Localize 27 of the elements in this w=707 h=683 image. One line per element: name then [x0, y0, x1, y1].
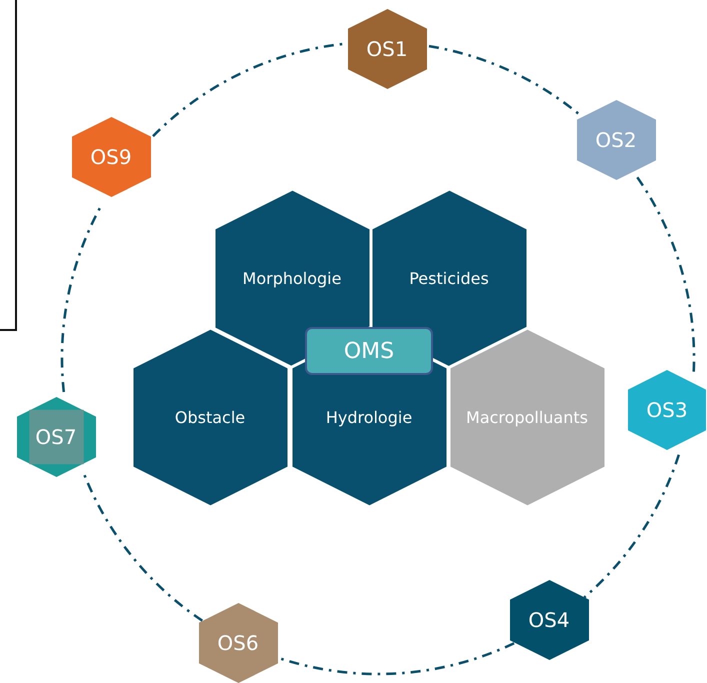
dash-dot-arc	[82, 472, 204, 622]
hexagon-node	[510, 580, 588, 660]
node-label: Obstacle	[174, 408, 246, 426]
node-label: Macropolluants	[466, 408, 588, 426]
dash-dot-arc	[636, 176, 695, 372]
hexagon-node	[198, 603, 278, 683]
hexagon-node	[132, 328, 288, 506]
dash-dot-arc	[152, 42, 346, 138]
hexagon-node	[448, 328, 606, 506]
node-label: OS9	[90, 145, 132, 169]
node-label: OS3	[646, 398, 688, 422]
node-label: OS4	[528, 608, 570, 632]
hexagon-node	[290, 328, 448, 506]
hexagon-node	[348, 9, 426, 89]
node-label: OS2	[595, 128, 637, 152]
hexagon-node	[628, 370, 706, 450]
hexagon-node	[576, 100, 656, 180]
node-label: Pesticides	[409, 268, 489, 288]
node-label: OS7	[35, 425, 77, 449]
hexagon-node	[16, 397, 96, 477]
node-label: Hydrologie	[326, 408, 412, 426]
node-label: OS6	[217, 631, 259, 655]
dash-dot-arc	[428, 44, 582, 117]
node-label: Morphologie	[242, 268, 342, 288]
hexagon-node	[72, 117, 150, 197]
dash-dot-arc	[583, 454, 680, 598]
node-label: OS1	[366, 37, 408, 61]
